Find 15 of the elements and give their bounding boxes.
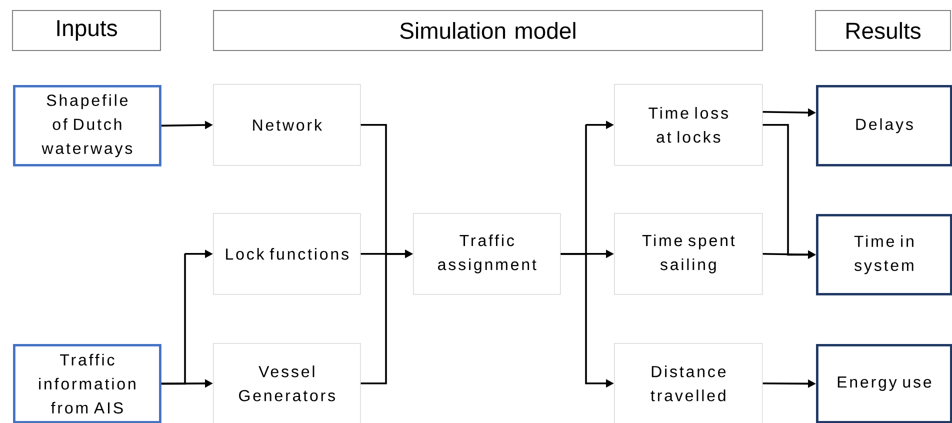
- header-box: Simulation model: [213, 10, 763, 51]
- result-box: Time in system: [816, 214, 952, 296]
- result-box: Delays: [816, 85, 952, 166]
- input-box: Traffic information from AIS: [13, 344, 162, 423]
- process-box: Distance travelled: [614, 343, 763, 423]
- process-box: Network: [213, 84, 361, 166]
- process-box: Time spent sailing: [614, 213, 763, 295]
- header-box: Inputs: [12, 10, 161, 51]
- process-box: Lock functions: [213, 213, 361, 295]
- process-box: Time loss at locks: [614, 84, 763, 166]
- result-box: Energy use: [816, 344, 952, 423]
- header-box: Results: [815, 10, 952, 51]
- process-box: Vessel Generators: [213, 343, 361, 423]
- input-box: Shapefile of Dutch waterways: [13, 85, 162, 166]
- process-box: Traffic assignment: [413, 213, 561, 295]
